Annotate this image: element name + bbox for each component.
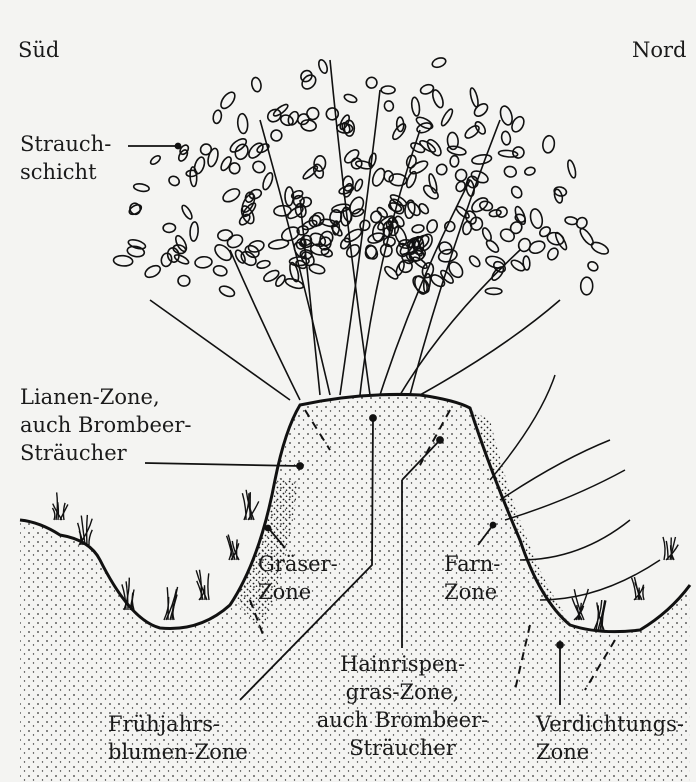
compass-south-label: Süd xyxy=(18,36,59,64)
shrub-foliage-illustration xyxy=(113,56,610,400)
label-verdichtungs-zone: Verdichtungs- Zone xyxy=(536,710,684,766)
label-graeser-zone: Gräser- Zone xyxy=(258,550,338,606)
compass-north-label: Nord xyxy=(632,36,687,64)
label-lianen-zone: Lianen-Zone, auch Brombeer- Sträucher xyxy=(20,383,191,467)
label-hainrispengras-zone: Hainrispen- gras-Zone, auch Brombeer- St… xyxy=(300,650,505,762)
label-fruehjahrsblumen-zone: Frühjahrs- blumen-Zone xyxy=(108,710,248,766)
label-strauchschicht: Strauch- schicht xyxy=(20,130,111,186)
label-farn-zone: Farn- Zone xyxy=(444,550,500,606)
